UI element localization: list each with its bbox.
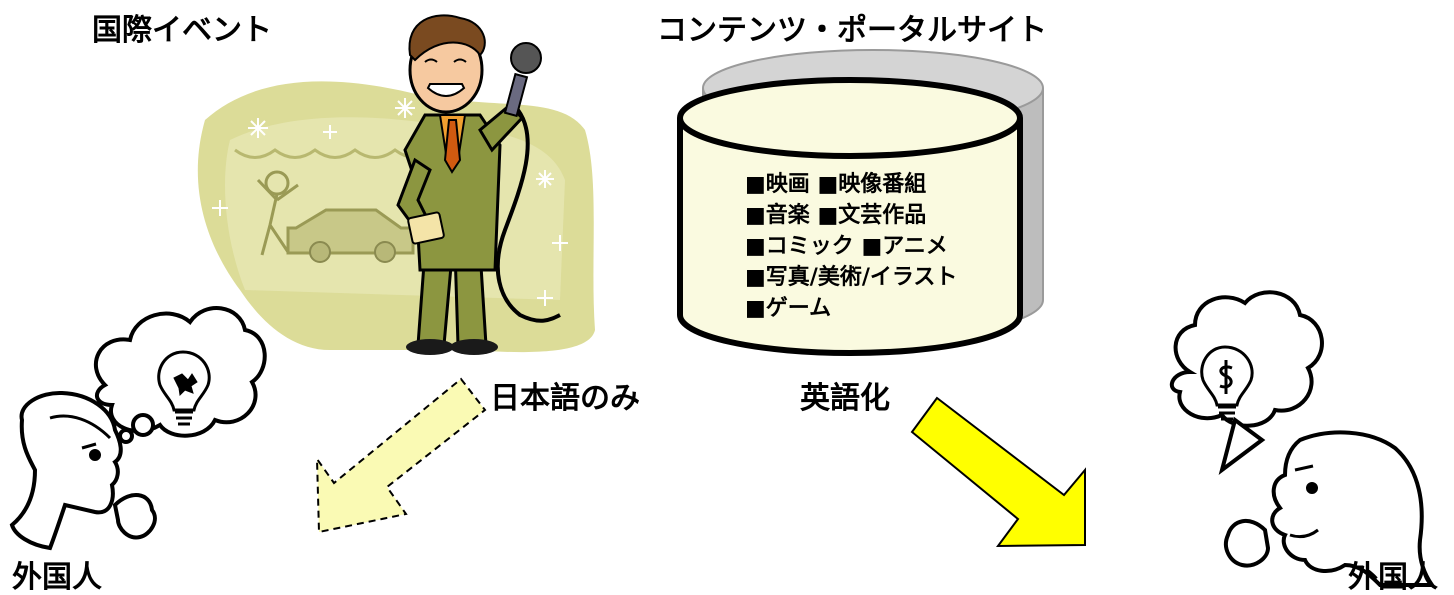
confused-person-icon (9, 306, 267, 551)
content-list: ■映画 ■映像番組 ■音楽 ■文芸作品 ■コミック ■アニメ ■写真/美術/イラ… (745, 171, 957, 321)
dashed-arrow (315, 377, 487, 534)
portal-title: コンテンツ・ポータルサイト (657, 13, 1047, 48)
english-label: 英語化 (800, 381, 890, 416)
event-title: 国際イベント (92, 13, 272, 48)
content-list-item: ■写真/美術/イラスト (745, 264, 957, 290)
announcer-icon (197, 14, 595, 355)
pleased-person-icon (1169, 290, 1436, 587)
solid-arrow (910, 396, 1086, 548)
database-cylinder-icon (677, 49, 1044, 356)
content-list-item: ■映画 ■映像番組 (745, 171, 926, 197)
content-list-item: ■ゲーム (745, 296, 831, 321)
foreigner-right-label: 外国人 (1348, 560, 1438, 595)
content-list-item: ■音楽 ■文芸作品 (745, 202, 926, 228)
content-list-item: ■コミック ■アニメ (745, 234, 948, 259)
foreigner-left-label: 外国人 (12, 560, 102, 595)
japanese-only-label: 日本語のみ (490, 381, 640, 416)
